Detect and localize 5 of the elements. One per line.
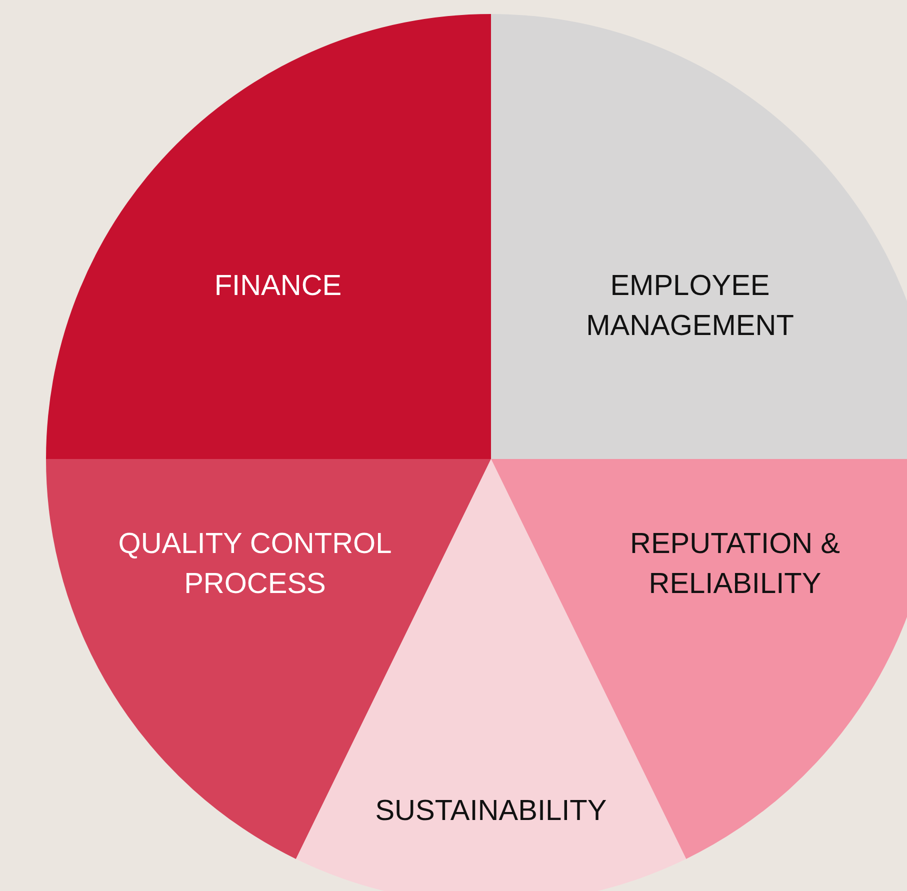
segment-label: EMPLOYEE MANAGEMENT [585, 269, 795, 344]
segment-label: SUSTAINABILITY [374, 794, 608, 829]
segment-label: FINANCE [213, 269, 343, 304]
segment-label: QUALITY CONTROL PROCESS [117, 527, 393, 602]
segment-label: REPUTATION & RELIABILITY [629, 527, 841, 602]
